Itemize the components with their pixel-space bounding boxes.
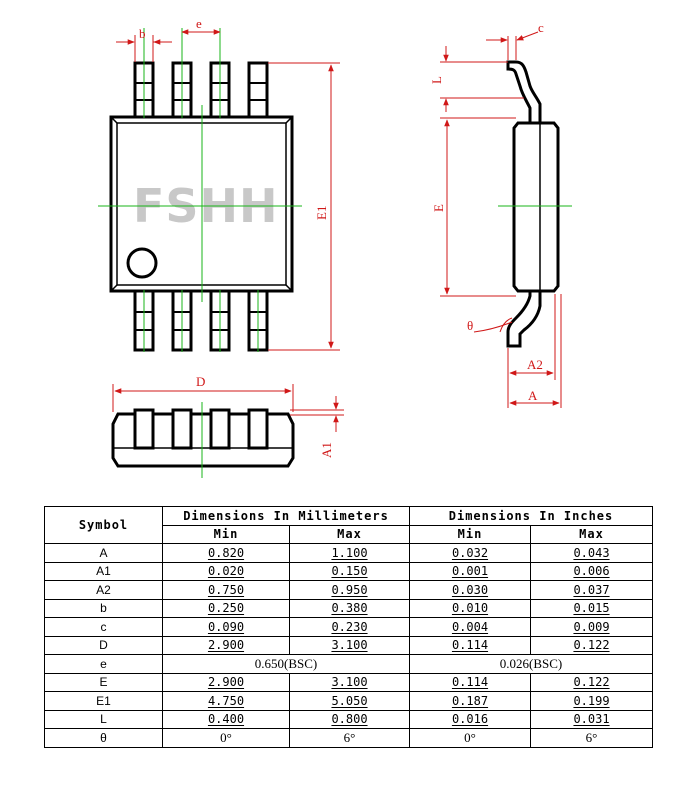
- row-symbol: θ: [44, 728, 163, 748]
- in-min: 0.016: [409, 709, 531, 729]
- mm-max: 3.100: [289, 672, 410, 692]
- row-symbol: A1: [44, 561, 163, 581]
- mm-max: 0.150: [289, 561, 410, 581]
- side-lead: [506, 60, 542, 125]
- in-min: 0.010: [409, 598, 531, 618]
- row-symbol: c: [44, 617, 163, 637]
- label-A1: A1: [319, 442, 334, 458]
- label-E1: E1: [314, 206, 329, 220]
- row-symbol: D: [44, 635, 163, 655]
- mm-min: 0.250: [162, 598, 290, 618]
- mm-max: 0.950: [289, 580, 410, 600]
- in-max: 0.122: [530, 672, 653, 692]
- mm-min: 2.900: [162, 635, 290, 655]
- label-c: c: [538, 20, 544, 35]
- table-row: θ 0° 6° 0° 6°: [44, 728, 653, 748]
- label-A2: A2: [527, 357, 543, 372]
- row-symbol: E: [44, 672, 163, 692]
- table-row: E1 4.750 5.050 0.187 0.199: [44, 691, 653, 711]
- in-max: 0.031: [530, 709, 653, 729]
- in-max: 0.037: [530, 580, 653, 600]
- package-drawing: FSHH b e E1: [98, 16, 572, 478]
- in-max: 6°: [530, 728, 653, 748]
- mm-min: 4.750: [162, 691, 290, 711]
- row-symbol: b: [44, 598, 163, 618]
- in-header: Dimensions In Inches: [409, 506, 653, 526]
- in-max: 0.015: [530, 598, 653, 618]
- pin1-marker: [126, 247, 158, 279]
- table-row: L 0.400 0.800 0.016 0.031: [44, 709, 653, 729]
- mm-min: 0°: [162, 728, 290, 748]
- in-min: 0.114: [409, 635, 531, 655]
- mm-max: 0.230: [289, 617, 410, 637]
- table-row: A 0.820 1.100 0.032 0.043: [44, 543, 653, 563]
- mm-min: 0.750: [162, 580, 290, 600]
- top-leads: [133, 61, 269, 121]
- top-view: FSHH b e E1: [98, 16, 340, 352]
- in-max: 0.006: [530, 561, 653, 581]
- front-view: D A1: [111, 374, 344, 478]
- row-symbol: E1: [44, 691, 163, 711]
- mm-min: 0.090: [162, 617, 290, 637]
- mm-bsc: 0.650(BSC): [162, 654, 410, 674]
- table-row: e 0.650(BSC) 0.026(BSC): [44, 654, 653, 674]
- label-e: e: [196, 16, 202, 31]
- row-symbol: A2: [44, 580, 163, 600]
- in-bsc: 0.026(BSC): [409, 654, 653, 674]
- in-max: 0.009: [530, 617, 653, 637]
- table-row: A1 0.020 0.150 0.001 0.006: [44, 561, 653, 581]
- table-row: A2 0.750 0.950 0.030 0.037: [44, 580, 653, 600]
- in-min: 0.030: [409, 580, 531, 600]
- dimensions-table: Symbol Dimensions In Millimeters Dimensi…: [44, 506, 653, 748]
- in-min: 0.004: [409, 617, 531, 637]
- mm-max: 6°: [289, 728, 410, 748]
- label-theta: θ: [467, 318, 473, 333]
- row-symbol: L: [44, 709, 163, 729]
- in-min: 0.114: [409, 672, 531, 692]
- in-max: 0.043: [530, 543, 653, 563]
- mm-max: 0.380: [289, 598, 410, 618]
- in-min: 0.032: [409, 543, 531, 563]
- row-symbol: A: [44, 543, 163, 563]
- label-E: E: [431, 204, 446, 212]
- mm-max: 5.050: [289, 691, 410, 711]
- table-row: b 0.250 0.380 0.010 0.015: [44, 598, 653, 618]
- mm-max-header: Max: [289, 524, 410, 544]
- row-symbol: e: [44, 654, 163, 674]
- table-row: c 0.090 0.230 0.004 0.009: [44, 617, 653, 637]
- bottom-leads: [133, 286, 269, 352]
- mm-min: 0.820: [162, 543, 290, 563]
- in-min: 0.001: [409, 561, 531, 581]
- in-min: 0.187: [409, 691, 531, 711]
- mm-max: 0.800: [289, 709, 410, 729]
- in-min-header: Min: [409, 524, 531, 544]
- table-row: E 2.900 3.100 0.114 0.122: [44, 672, 653, 692]
- side-body: [512, 121, 560, 293]
- label-A: A: [528, 388, 538, 403]
- side-view: c L E θ A2 A: [429, 20, 572, 408]
- in-max-header: Max: [530, 524, 653, 544]
- mm-header: Dimensions In Millimeters: [162, 506, 410, 526]
- in-min: 0°: [409, 728, 531, 748]
- mm-min: 0.400: [162, 709, 290, 729]
- mm-min: 2.900: [162, 672, 290, 692]
- label-b: b: [139, 26, 146, 41]
- label-L: L: [429, 76, 444, 84]
- label-D: D: [196, 374, 205, 389]
- in-max: 0.122: [530, 635, 653, 655]
- mm-min: 0.020: [162, 561, 290, 581]
- in-max: 0.199: [530, 691, 653, 711]
- mm-min-header: Min: [162, 524, 290, 544]
- table-row: D 2.900 3.100 0.114 0.122: [44, 635, 653, 655]
- mm-max: 3.100: [289, 635, 410, 655]
- mm-max: 1.100: [289, 543, 410, 563]
- symbol-header: Symbol: [44, 506, 163, 544]
